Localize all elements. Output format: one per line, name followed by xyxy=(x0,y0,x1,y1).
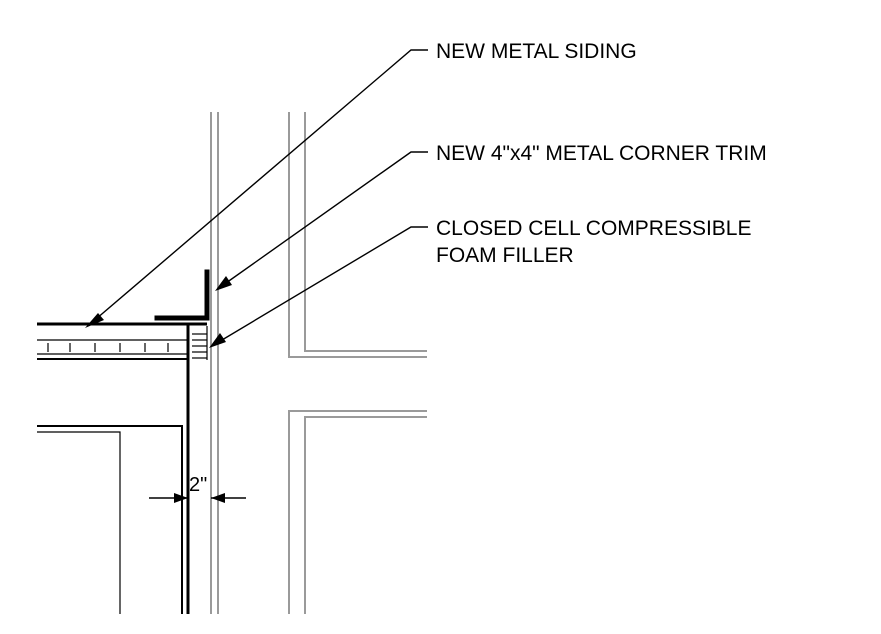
dimension-label: 2" xyxy=(189,474,207,496)
leader-siding xyxy=(85,49,428,328)
arrowhead-siding xyxy=(85,313,104,328)
leader-foam-filler xyxy=(209,226,428,348)
wall-lower-right-inner xyxy=(304,416,427,614)
wall-upper-right-inner xyxy=(304,112,427,352)
callout-notes: NEW METAL SIDING NEW 4"x4" METAL CORNER … xyxy=(436,40,767,267)
note-foam-filler-line2: FOAM FILLER xyxy=(436,244,574,267)
interior-opening-outline xyxy=(37,431,121,614)
insulation-cells xyxy=(47,343,169,352)
note-metal-siding: NEW METAL SIDING xyxy=(436,40,637,63)
existing-walls xyxy=(210,112,427,614)
gap-dimension: 2" xyxy=(149,474,246,503)
wall-lower-right-outer xyxy=(288,410,427,614)
dimension-arrow-left xyxy=(174,493,188,503)
arrowhead-foam-filler xyxy=(209,333,226,348)
building-wall-section xyxy=(37,322,207,614)
foam-filler xyxy=(192,326,208,360)
wall-upper-right-outer xyxy=(288,112,427,358)
note-foam-filler-line1: CLOSED CELL COMPRESSIBLE xyxy=(436,217,752,240)
corner-trim-angle xyxy=(154,269,210,321)
note-corner-trim: NEW 4"x4" METAL CORNER TRIM xyxy=(436,142,767,165)
dimension-arrow-right xyxy=(211,493,225,503)
interior-wall-outline xyxy=(37,425,183,614)
arrowhead-corner-trim xyxy=(215,276,232,291)
leader-corner-trim xyxy=(215,151,428,291)
